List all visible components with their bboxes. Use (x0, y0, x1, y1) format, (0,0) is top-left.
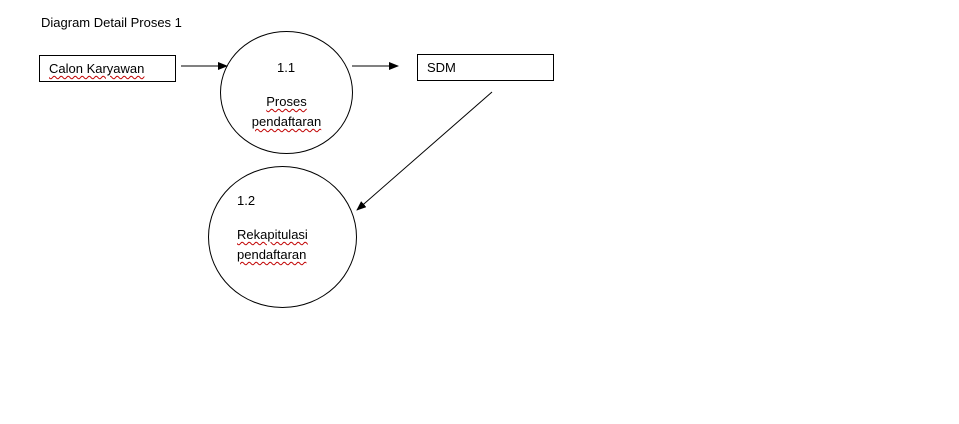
entity-calon-karyawan-label: Calon Karyawan (49, 61, 145, 76)
process-1-2-label: Rekapitulasi pendaftaran (237, 225, 308, 265)
process-1-2: 1.2 Rekapitulasi pendaftaran (208, 166, 357, 308)
process-1-1-label-line2: pendaftaran (251, 114, 322, 129)
process-1-2-label-line1: Rekapitulasi (237, 227, 308, 242)
process-1-2-number: 1.2 (237, 193, 256, 208)
entity-calon-karyawan: Calon Karyawan (39, 55, 176, 82)
entity-sdm: SDM (417, 54, 554, 81)
process-1-1-number: 1.1 (277, 60, 296, 75)
process-1-1-label: Proses pendaftaran (221, 92, 352, 132)
diagram-title: Diagram Detail Proses 1 (41, 15, 182, 30)
process-1-2-label-line2: pendaftaran (237, 247, 307, 262)
diagram-title-text: Diagram Detail Proses 1 (41, 15, 182, 30)
process-1-1-label-line1: Proses (266, 94, 307, 109)
entity-sdm-label: SDM (427, 60, 456, 75)
arrow-sdm-to-process-1-2 (356, 91, 493, 211)
process-1-1: 1.1 Proses pendaftaran (220, 31, 353, 154)
